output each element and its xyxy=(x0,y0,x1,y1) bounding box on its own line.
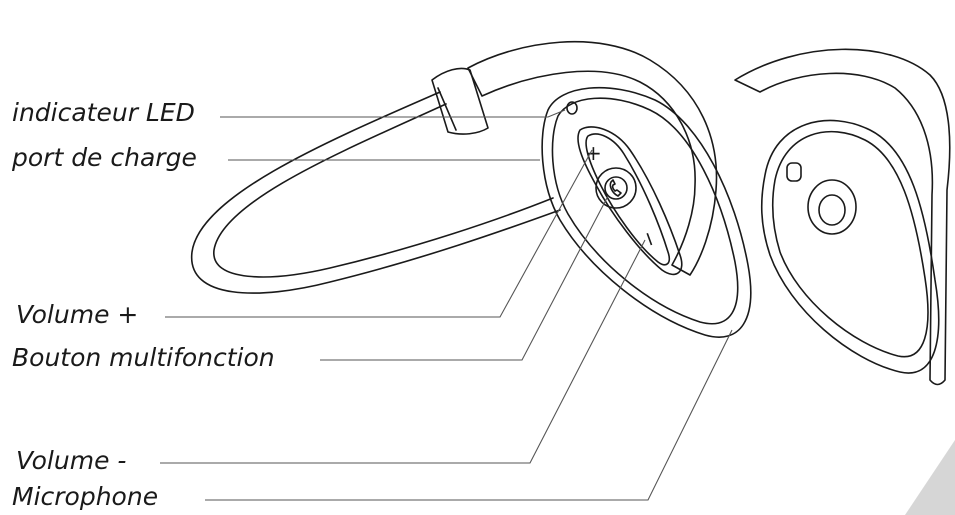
led-indicator xyxy=(566,101,578,115)
multifunction-button-inner xyxy=(604,176,628,200)
leader-volume-down xyxy=(160,239,646,464)
label-microphone: Microphone xyxy=(12,482,159,511)
label-charge-port: port de charge xyxy=(12,143,197,172)
leader-microphone xyxy=(205,329,733,501)
neckband-outer xyxy=(191,91,561,294)
right-earpiece-body xyxy=(760,119,940,374)
label-volume-down: Volume - xyxy=(16,446,127,475)
corner-shade xyxy=(905,440,955,515)
label-volume-up: Volume + xyxy=(16,300,139,329)
control-strip-inner xyxy=(585,133,671,266)
neckband-collar xyxy=(431,67,489,135)
right-eartip-inner xyxy=(818,194,846,226)
left-earpiece-rim xyxy=(551,97,739,325)
neckband-inner xyxy=(213,103,554,278)
phone-glyph-icon xyxy=(609,179,622,197)
leader-multifunction xyxy=(320,195,609,361)
right-ear-hook xyxy=(734,48,951,386)
volume-up-mark: + xyxy=(585,141,602,165)
right-led-window xyxy=(786,162,802,182)
collar-ring xyxy=(437,87,457,131)
left-ear-hook xyxy=(467,40,718,276)
label-led: indicateur LED xyxy=(12,98,195,127)
right-eartip-outer xyxy=(807,179,857,235)
leader-volume-up xyxy=(165,149,593,318)
multifunction-button-outer xyxy=(595,167,637,209)
label-multifunction: Bouton multifonction xyxy=(12,343,275,372)
left-earpiece-housing xyxy=(541,86,752,338)
leader-led xyxy=(220,109,566,118)
right-earpiece-inner xyxy=(771,130,929,358)
